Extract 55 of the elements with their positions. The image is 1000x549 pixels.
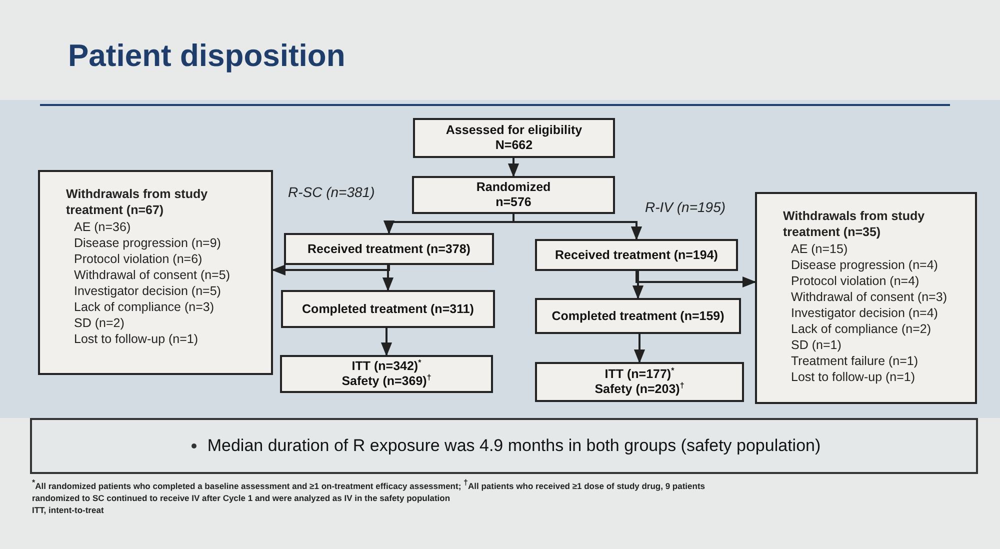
group-label: R-SC (n=381) (288, 184, 375, 200)
withdrawal-box (38, 170, 273, 375)
list-item: Lost to follow-up (n=1) (791, 369, 916, 385)
box-text: ITT (n=177)$^{*}$ (604, 367, 674, 382)
box-text: Median duration of R exposure was 4.9 months in both groups (safety population) (207, 436, 821, 456)
list-item: Lack of compliance (n=3) (74, 299, 216, 315)
process-box (280, 355, 493, 393)
group-label: R-IV (n=195) (645, 199, 726, 215)
list-item: AE (n=15) (791, 241, 849, 257)
box-text: Received treatment (n=378) (308, 242, 470, 256)
box-heading: Withdrawals from study treatment (n=35) (783, 208, 926, 240)
box-text: Assessed for eligibility (446, 123, 582, 138)
list-item: Disease progression (n=9) (74, 235, 222, 251)
box-text: Safety (n=369)$^{†}$ (342, 374, 432, 389)
summary-box (30, 418, 978, 474)
process-box (535, 298, 741, 334)
list-item: Protocol violation (n=6) (74, 251, 204, 267)
arrow (508, 158, 520, 178)
box-text: Received treatment (n=194) (555, 248, 718, 262)
box-text: Safety (n=203)$^{†}$ (594, 382, 684, 397)
box-text: ITT (n=342)$^{*}$ (352, 359, 422, 374)
box-text: N=662 (495, 138, 533, 153)
list-item: SD (n=2) (74, 315, 126, 331)
process-box (281, 290, 495, 328)
list-item: Investigator decision (n=5) (74, 283, 222, 299)
process-box (535, 239, 738, 271)
box-heading: Withdrawals from study treatment (n=67) (66, 186, 209, 218)
abbreviation-note: ITT, intent-to-treat (32, 505, 104, 515)
arrow (380, 328, 392, 356)
list-item: Investigator decision (n=4) (791, 305, 939, 321)
list-item: Withdrawal of consent (n=5) (74, 267, 231, 283)
arrow (272, 264, 390, 276)
list-item: Lack of compliance (n=2) (791, 321, 932, 337)
box-text: n=576 (496, 195, 532, 210)
process-box (535, 362, 744, 402)
list-item: Treatment failure (n=1) (791, 353, 920, 369)
withdrawal-box (755, 192, 977, 404)
list-item: AE (n=36) (74, 219, 132, 235)
list-item: Lost to follow-up (n=1) (74, 331, 200, 347)
arrow (632, 271, 644, 300)
slide-title: Patient disposition (68, 38, 346, 74)
list-item: Withdrawal of consent (n=3) (791, 289, 948, 305)
process-box (413, 118, 615, 158)
box-text: Randomized (476, 180, 551, 195)
arrow (636, 271, 756, 288)
process-box (284, 233, 494, 265)
arrow (512, 214, 642, 240)
list-item: Protocol violation (n=4) (791, 273, 920, 289)
process-box (412, 176, 615, 214)
box-text: Completed treatment (n=311) (302, 302, 474, 316)
arrow (382, 265, 394, 292)
list-item: Disease progression (n=4) (791, 257, 939, 273)
box-text: Completed treatment (n=159) (552, 308, 724, 324)
list-item: SD (n=1) (791, 337, 842, 353)
arrow (634, 334, 646, 364)
